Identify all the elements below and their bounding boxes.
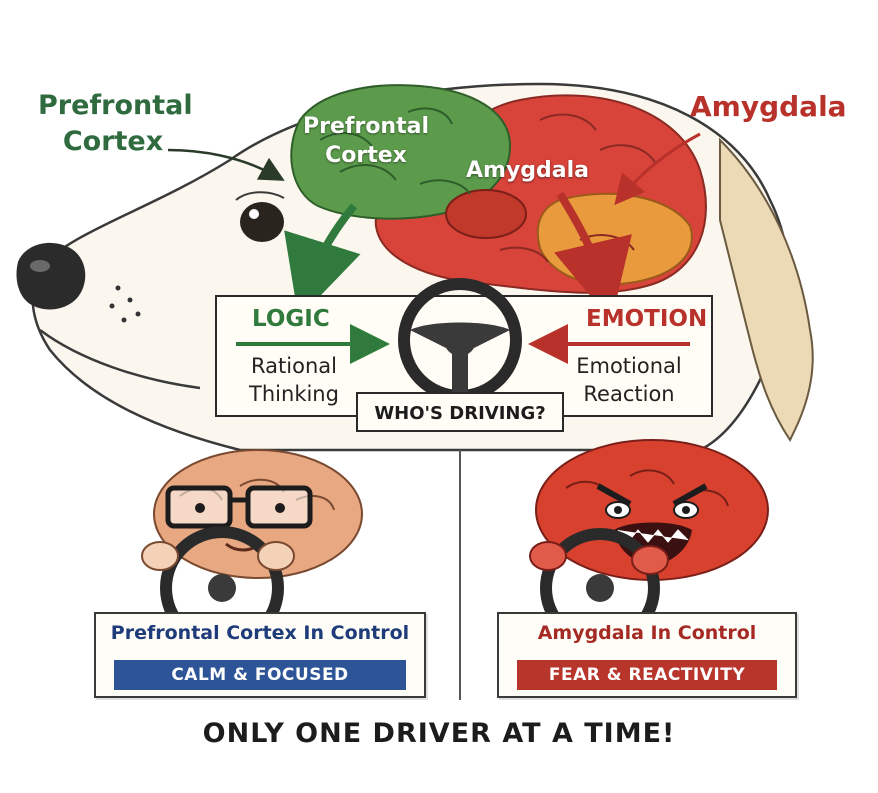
prefrontal-cortex-external-label: Prefrontal Cortex (38, 90, 193, 157)
calm-focused-banner: CALM & FOCUSED (114, 660, 406, 690)
prefrontal-cortex-brain-label: Prefrontal Cortex (303, 114, 429, 168)
dog-eye (240, 202, 284, 242)
whos-driving-label: WHO'S DRIVING? (356, 392, 564, 432)
amygdala-brain-label: Amygdala (466, 158, 590, 183)
emotion-down-arrow (554, 191, 632, 322)
logic-heading: LOGIC (252, 306, 330, 332)
fear-reactivity-banner: FEAR & REACTIVITY (517, 660, 777, 690)
pfc-pointer-arrow (167, 148, 285, 181)
angry-brain-driver-icon (529, 439, 769, 648)
emotion-subtext: Emotional Reaction (576, 354, 682, 406)
logic-down-arrow (284, 203, 361, 319)
prefrontal-control-title: Prefrontal Cortex In Control (110, 622, 410, 644)
nerdy-brain-driver-icon (141, 449, 363, 650)
logic-subtext: Rational Thinking (249, 354, 339, 406)
amygdala-pointer-arrow (614, 132, 701, 206)
emotion-heading: EMOTION (586, 306, 708, 332)
amygdala-control-title: Amygdala In Control (537, 622, 757, 644)
amygdala-region (445, 189, 527, 239)
prefrontal-control-card: Prefrontal Cortex In Control CALM & FOCU… (94, 612, 426, 698)
amygdala-control-card: Amygdala In Control FEAR & REACTIVITY (497, 612, 797, 698)
footer-caption: ONLY ONE DRIVER AT A TIME! (202, 718, 676, 749)
amygdala-external-label: Amygdala (690, 90, 847, 123)
